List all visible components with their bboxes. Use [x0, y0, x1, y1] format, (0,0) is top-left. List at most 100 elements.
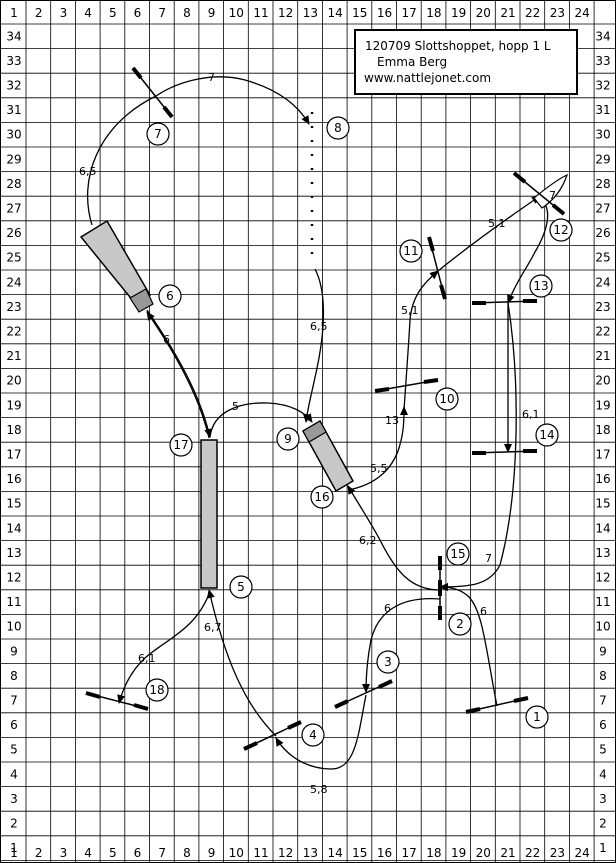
obstacle-label-10: 10	[435, 387, 459, 411]
row-label-right: 25	[595, 251, 610, 265]
column-label-bottom: 18	[426, 846, 441, 860]
fence-14	[471, 449, 538, 455]
distance-4-5: 6,7	[204, 621, 222, 634]
obstacle-label-5: 5	[229, 575, 253, 599]
svg-text:8: 8	[334, 121, 342, 135]
svg-text:3: 3	[384, 655, 392, 669]
row-label-right: 2	[599, 817, 607, 831]
row-label-left: 8	[10, 669, 18, 683]
column-label-bottom: 23	[550, 846, 565, 860]
row-label-left: 21	[6, 349, 21, 363]
row-label-left: 25	[6, 251, 21, 265]
svg-text:14: 14	[539, 428, 554, 442]
row-label-left: 20	[6, 374, 21, 388]
row-label-right: 4	[599, 767, 607, 781]
row-label-left: 22	[6, 325, 21, 339]
obstacle-label-11: 11	[399, 239, 423, 263]
row-label-right: 18	[595, 423, 610, 437]
info-box: 120709 Slottshoppet, hopp 1 L Emma Berg …	[354, 29, 578, 95]
obstacle-label-8: 8	[326, 116, 350, 140]
row-label-right: 28	[595, 177, 610, 191]
distance-6-7: 6,5	[79, 165, 97, 178]
row-label-right: 9	[599, 644, 607, 658]
row-label-left: 27	[6, 202, 21, 216]
obstacles-vertical	[85, 66, 566, 751]
row-label-right: 19	[595, 398, 610, 412]
fence-7	[131, 66, 174, 119]
row-label-right: 1	[599, 841, 607, 855]
track-1-2	[439, 583, 498, 707]
column-label-top: 22	[525, 6, 540, 20]
column-label-bottom: 11	[253, 846, 268, 860]
row-label-left: 15	[6, 497, 21, 511]
row-label-left: 13	[6, 546, 21, 560]
track-12-13	[507, 197, 549, 304]
row-label-right: 15	[595, 497, 610, 511]
column-label-bottom: 12	[278, 846, 293, 860]
svg-text:15: 15	[450, 547, 465, 561]
distance-16-10: 5,5	[370, 462, 388, 475]
track-11-12	[437, 195, 541, 272]
obstacle-label-1: 1	[525, 705, 549, 729]
row-label-left: 16	[6, 472, 21, 486]
track-7-8	[155, 76, 310, 125]
distance-14-15: 7	[485, 552, 492, 565]
distance-12-mark: 7	[549, 189, 556, 202]
row-label-left: 5	[10, 743, 18, 757]
column-label-bottom: 5	[109, 846, 117, 860]
row-label-left: 3	[10, 792, 18, 806]
row-label-left: 10	[6, 620, 21, 634]
obstacle-label-9: 9	[276, 427, 300, 451]
fence-12	[512, 171, 566, 216]
obstacle-label-6: 6	[158, 284, 182, 308]
column-label-top: 17	[402, 6, 417, 20]
obstacle-number-labels: 1 2 3 4 5 6 7 8 9 10 11 12 13 14 15 16 1…	[145, 116, 573, 747]
row-label-left: 33	[6, 54, 21, 68]
svg-text:16: 16	[314, 490, 329, 504]
column-label-top: 18	[426, 6, 441, 20]
column-label-top: 23	[550, 6, 565, 20]
info-title: 120709 Slottshoppet, hopp 1 L	[365, 39, 551, 53]
distance-2-3: 6	[384, 602, 391, 615]
distance-15-16: 6,2	[359, 534, 377, 547]
svg-text:9: 9	[284, 432, 292, 446]
row-label-right: 10	[595, 620, 610, 634]
svg-text:18: 18	[149, 683, 164, 697]
row-label-right: 22	[595, 325, 610, 339]
row-label-right: 5	[599, 743, 607, 757]
obstacles-wide	[79, 173, 569, 589]
track-4-5	[206, 589, 277, 737]
obstacle-label-14: 14	[535, 423, 559, 447]
track-13-15	[439, 302, 517, 591]
row-label-left: 17	[6, 448, 21, 462]
obstacle-label-7: 7	[146, 122, 170, 146]
distance-labels: 6 6 5,8 6,7 6,1 6 6,5 7 6,5 5 5,5 13 5,1…	[79, 71, 556, 796]
row-label-left: 7	[10, 694, 18, 708]
svg-text:2: 2	[456, 617, 464, 631]
track-6-17	[146, 309, 213, 438]
column-label-top: 4	[84, 6, 92, 20]
track-17-6	[146, 311, 210, 439]
obstacle-17-5-oxer	[200, 439, 218, 589]
row-label-right: 14	[595, 521, 610, 535]
svg-text:5: 5	[237, 580, 245, 594]
obstacle-label-2: 2	[448, 612, 472, 636]
column-label-top: 20	[476, 6, 491, 20]
obstacle-label-15: 15	[446, 542, 470, 566]
obstacle-label-4: 4	[301, 723, 325, 747]
track-6-7	[86, 95, 157, 226]
grid-tick-labels: 1122334455667788991010111112121313141415…	[6, 6, 610, 860]
distance-1-2: 6	[480, 605, 487, 618]
row-label-left: 30	[6, 128, 21, 142]
row-label-left: 1	[10, 841, 18, 855]
row-label-right: 29	[595, 152, 610, 166]
row-label-left: 4	[10, 767, 18, 781]
column-label-bottom: 20	[476, 846, 491, 860]
row-label-right: 23	[595, 300, 610, 314]
column-label-top: 1	[10, 6, 18, 20]
row-label-right: 32	[595, 79, 610, 93]
row-label-left: 31	[6, 103, 21, 117]
row-label-right: 21	[595, 349, 610, 363]
svg-text:12: 12	[553, 223, 568, 237]
